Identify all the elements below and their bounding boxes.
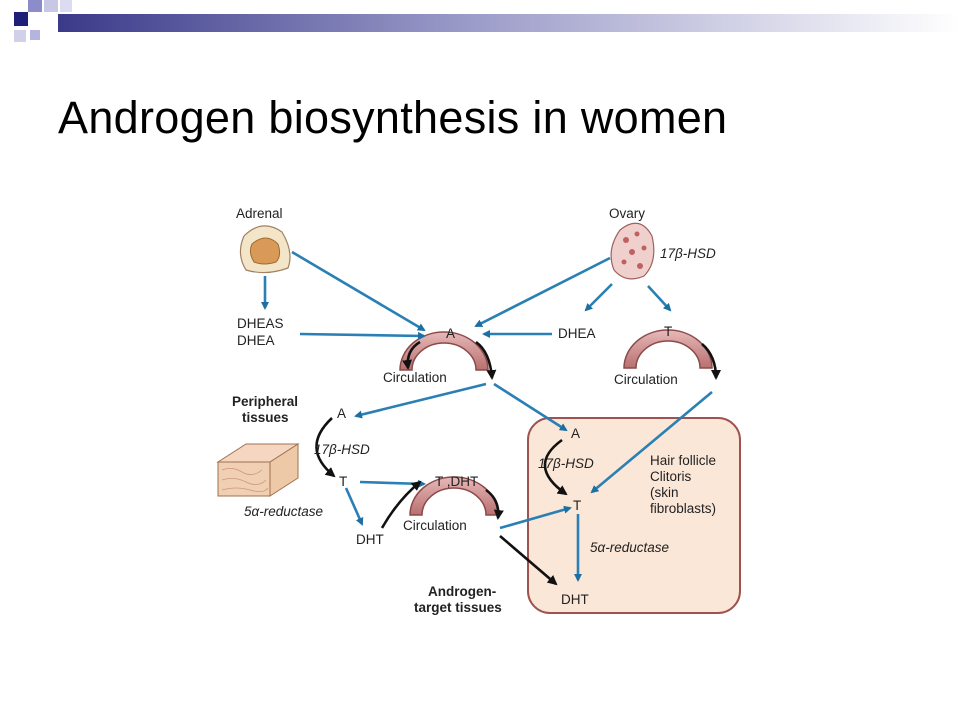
slide-title: Androgen biosynthesis in women: [58, 92, 728, 143]
ovary-icon: [610, 222, 655, 280]
circulation-vessel-a: [399, 331, 489, 371]
adrenal-gland-icon: [239, 225, 291, 274]
arrow-pt-t-to-circ: [359, 479, 426, 488]
curve-right-circ-tdht: [485, 488, 504, 520]
circ-tdht-label: T ,DHT: [435, 474, 478, 489]
hair-follicle-box: [527, 417, 741, 614]
hf-t-label: T: [573, 498, 581, 513]
circulation-vessel-t: [623, 329, 713, 369]
pt-a-label: A: [337, 406, 346, 421]
target-label-2: target tissues: [414, 600, 502, 615]
deco-square-lavender: [28, 0, 42, 12]
curve-left-circ-a: [402, 340, 421, 370]
arrow-adrenal-to-a: [291, 250, 426, 332]
curve-pt-a-to-t: [315, 417, 336, 478]
arrow-circ-to-target: [499, 535, 558, 586]
hf-line-1: Hair follicle: [650, 453, 716, 468]
deco-square-navy: [14, 12, 28, 26]
arrow-ovary-to-a: [474, 256, 611, 328]
circ-a-label: A: [446, 326, 455, 341]
pt-t-label: T: [339, 474, 347, 489]
arrow-circ-to-peripheral: [354, 382, 487, 419]
hf-a-label: A: [571, 426, 580, 441]
deco-gradient-bar: [58, 14, 960, 32]
dhea-left-label: DHEA: [237, 333, 275, 348]
arrow-circ-to-hf-t: [499, 505, 572, 530]
target-label-1: Androgen-: [428, 584, 496, 599]
arrow-pt-t-to-dht: [344, 487, 364, 526]
curve-right-circ-t: [701, 343, 721, 380]
deco-square-small-2: [14, 30, 26, 42]
ovary-label: Ovary: [609, 206, 645, 221]
peripheral-label-1: Peripheral: [232, 394, 298, 409]
peripheral-label-2: tissues: [242, 410, 289, 425]
curve-right-circ-a: [475, 340, 497, 380]
deco-square-light: [60, 0, 72, 12]
arrow-ovary-to-t: [647, 285, 672, 312]
circulation-right-label: Circulation: [614, 372, 678, 387]
pt-enzyme-label: 17β-HSD: [314, 442, 370, 457]
curve-dht-into-circ: [380, 480, 422, 529]
arrow-circ-to-hf-a: [493, 382, 568, 432]
hf-reductase-label: 5α-reductase: [590, 540, 669, 555]
arrow-ovary-to-dhea: [584, 283, 613, 312]
ovary-enzyme-label: 17β-HSD: [660, 246, 716, 261]
hf-line-3: (skin: [650, 485, 679, 500]
deco-square-pale: [44, 0, 58, 12]
arrow-dheas-to-a: [299, 331, 426, 340]
hf-line-2: Clitoris: [650, 469, 692, 484]
dhea-right-label: DHEA: [558, 326, 596, 341]
circulation-bottom-label: Circulation: [403, 518, 467, 533]
adrenal-label: Adrenal: [236, 206, 283, 221]
skin-tissue-icon: [216, 443, 300, 497]
hf-enzyme-label: 17β-HSD: [538, 456, 594, 471]
arrow-circt-to-hf-t: [590, 391, 713, 494]
header-decoration: [14, 0, 960, 42]
pt-dht-label: DHT: [356, 532, 384, 547]
pt-reductase-label: 5α-reductase: [244, 504, 323, 519]
circulation-left-label: Circulation: [383, 370, 447, 385]
hf-line-4: fibroblasts): [650, 501, 716, 516]
curve-hf-a-to-t: [543, 438, 568, 496]
circ-t-label: T: [664, 324, 672, 339]
dheas-label: DHEAS: [237, 316, 284, 331]
hf-dht-label: DHT: [561, 592, 589, 607]
deco-square-small-1: [30, 30, 40, 40]
